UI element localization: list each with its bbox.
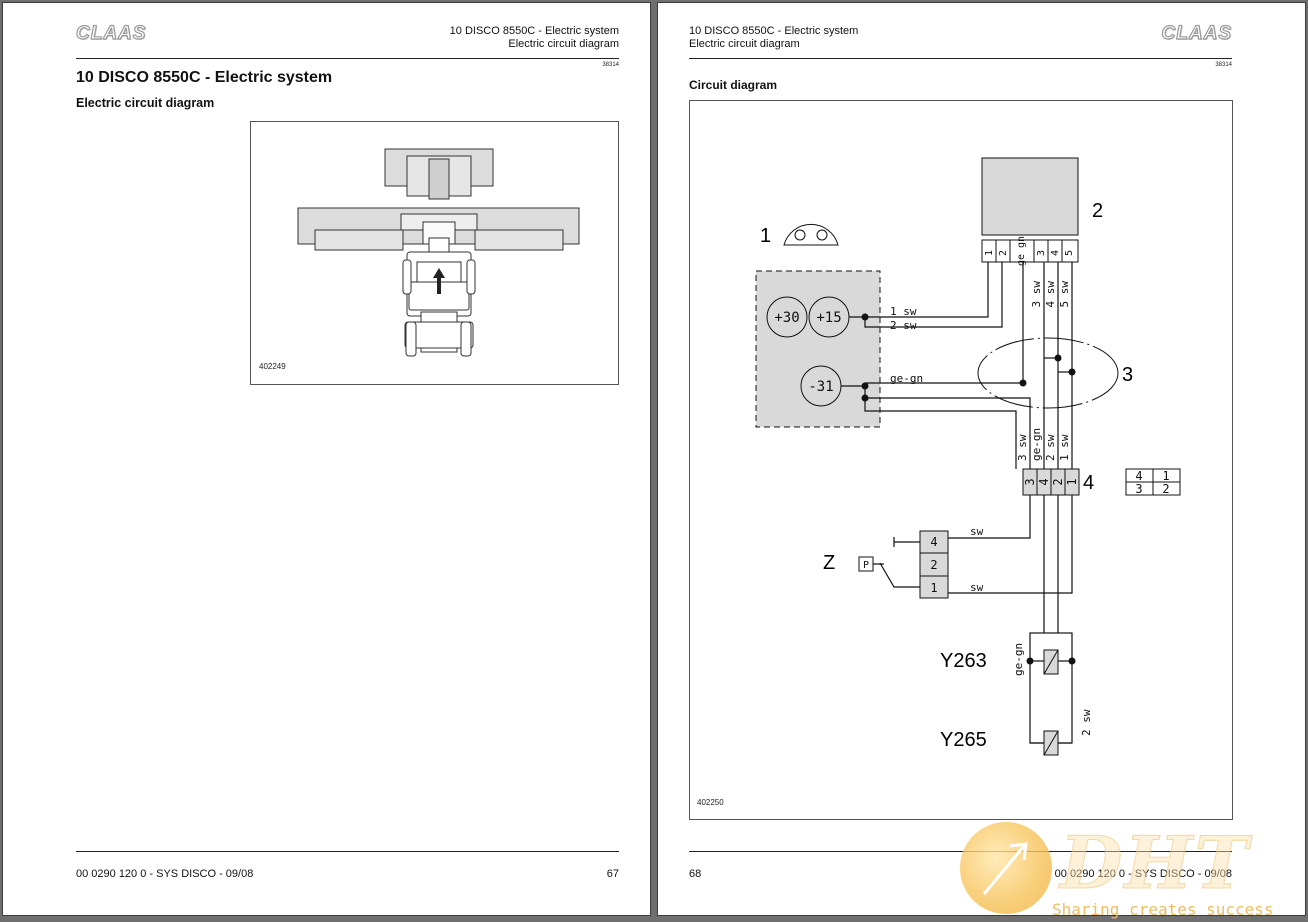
wire-label-sw-lower: sw	[970, 581, 984, 594]
footer-doc-reference: 00 0290 120 0 - SYS DISCO - 09/08	[1054, 868, 1232, 880]
page-number: 68	[689, 868, 702, 880]
doc-code: 38314	[602, 62, 619, 68]
footer-doc-reference: 00 0290 120 0 - SYS DISCO - 09/08	[76, 868, 254, 880]
control-module-2	[981, 157, 1079, 236]
wire-label-3sw-top: 3 sw	[1030, 281, 1043, 308]
mower-top-view-drawing	[297, 148, 580, 357]
direction-arrow-icon	[433, 268, 445, 294]
valve-y263-label: Y263	[940, 650, 987, 672]
pressure-symbol: P	[863, 560, 869, 571]
wire-label-3sw-bottom: 3 sw	[1016, 434, 1029, 461]
page-subtitle: Electric circuit diagram	[76, 96, 215, 110]
switch-pin-4: 4	[930, 535, 937, 549]
connector-1-symbol	[783, 223, 839, 246]
connector-4-pin-3: 3	[1023, 478, 1037, 485]
circuit-diagram: 1 2 ge gn 3 4 5 2 1 +30 +15 -31	[755, 157, 1181, 756]
wire-label-gegn-bottom: ge-gn	[1030, 428, 1043, 461]
connector-4-pin-1: 1	[1065, 478, 1079, 485]
label-4: 4	[1083, 472, 1094, 494]
wire-label-gegn-valve: ge-gn	[1012, 643, 1025, 676]
figure-number: 402249	[259, 362, 286, 371]
pressure-switch-z	[919, 530, 949, 599]
footer-rule	[76, 851, 619, 852]
right-page: 10 DISCO 8550C - Electric system Electri…	[658, 3, 1305, 915]
circuit-diagram-figure: 1 2 ge gn 3 4 5 2 1 +30 +15 -31	[689, 100, 1233, 820]
module-pin-2: 2	[998, 250, 1009, 256]
header-line-2: Electric circuit diagram	[689, 38, 800, 50]
module-pin-1: 1	[984, 250, 995, 256]
module-pin-4: 4	[1050, 250, 1061, 256]
footer-rule	[689, 851, 1232, 852]
claas-logo: CLAAS	[1161, 22, 1232, 44]
wire-label-gegn: ge-gn	[890, 372, 923, 385]
connector-4-pin-4: 4	[1037, 478, 1051, 485]
wire-label-2sw: 2 sw	[890, 319, 917, 332]
doc-code: 38314	[1215, 62, 1232, 68]
module-pin-3: 3	[1036, 250, 1047, 256]
key-pin-3: 3	[1135, 482, 1142, 496]
wire-label-2sw-bottom: 2 sw	[1044, 434, 1057, 461]
left-page: CLAAS 10 DISCO 8550C - Electric system E…	[3, 3, 650, 915]
key-pin-1: 1	[1162, 469, 1169, 483]
wire-label-5sw-top: 5 sw	[1058, 281, 1071, 308]
valve-y265-label: Y265	[940, 729, 987, 751]
wire-label-2sw-valve: 2 sw	[1080, 709, 1093, 736]
page-number: 67	[606, 868, 619, 880]
label-1: 1	[760, 225, 771, 247]
connector-4-pin-2: 2	[1051, 478, 1065, 485]
wire-label-sw-upper: sw	[970, 525, 984, 538]
label-3: 3	[1122, 364, 1133, 386]
machine-overview-figure: 402249	[250, 121, 619, 385]
terminal-minus-31: -31	[808, 379, 833, 395]
page-header: 10 DISCO 8550C - Electric system Electri…	[450, 25, 619, 51]
key-pin-4: 4	[1135, 469, 1142, 483]
figure-number: 402250	[697, 798, 724, 807]
shielding-3	[977, 337, 1119, 409]
terminal-plus-30: +30	[774, 310, 799, 326]
switch-pin-1: 1	[930, 581, 937, 595]
key-pin-2: 2	[1162, 482, 1169, 496]
page-title: 10 DISCO 8550C - Electric system	[76, 69, 333, 86]
label-2: 2	[1092, 200, 1103, 222]
wire-label-1sw: 1 sw	[890, 305, 917, 318]
label-z: Z	[823, 552, 835, 574]
header-line-1: 10 DISCO 8550C - Electric system	[689, 25, 859, 37]
module-pin-gegn: ge gn	[1016, 236, 1027, 266]
section-title: Circuit diagram	[689, 78, 778, 92]
wire-label-1sw-bottom: 1 sw	[1058, 434, 1071, 461]
terminal-plus-15: +15	[816, 310, 841, 326]
wire-label-4sw-top: 4 sw	[1044, 281, 1057, 308]
header-line-1: 10 DISCO 8550C - Electric system	[449, 25, 619, 37]
switch-pin-2: 2	[930, 558, 937, 572]
module-pin-5: 5	[1064, 250, 1075, 256]
page-header: 10 DISCO 8550C - Electric system Electri…	[689, 25, 858, 51]
header-line-2: Electric circuit diagram	[508, 38, 619, 50]
header-rule	[689, 58, 1232, 59]
claas-logo: CLAAS	[75, 22, 147, 44]
header-rule	[76, 58, 619, 59]
